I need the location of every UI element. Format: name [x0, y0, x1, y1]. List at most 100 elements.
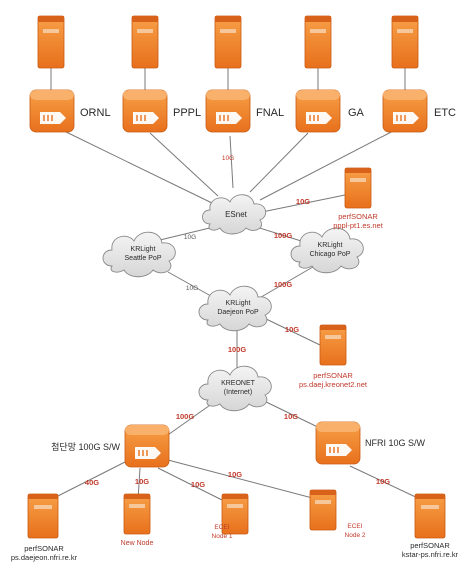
link-left-ecei1	[157, 467, 233, 506]
perfsonar-kstar-label: perfSONAR	[410, 541, 450, 550]
speed-left-newnode: 10G	[135, 477, 149, 486]
site-label-ornl: ORNL	[80, 107, 111, 119]
router-icon	[382, 89, 428, 133]
speed-kreonet-left: 100G	[176, 412, 195, 421]
cloud-esnet: ESnet	[202, 194, 267, 235]
switch-label-right: NFRI 10G S/W	[365, 438, 426, 448]
cloud-icon	[198, 285, 272, 332]
switch-icon	[124, 424, 170, 468]
cloud-label-kreonet-1: KREONET	[221, 380, 256, 387]
site-label-ga: GA	[348, 107, 365, 119]
server-icon	[344, 167, 372, 209]
speed-left-ecei2: 10G	[228, 470, 242, 479]
cloud-label-chicago-2: Chicago PoP	[310, 251, 351, 258]
link-ornl-esnet	[61, 129, 213, 204]
server-icon	[391, 15, 419, 69]
switch-icon	[315, 421, 361, 465]
link-pppl-esnet	[149, 132, 219, 197]
link-daejeon-ps	[261, 316, 321, 346]
perfsonar-pppl: perfSONAR pppl-pt1.es.net	[333, 167, 384, 230]
site-label-pppl: PPPL	[173, 107, 201, 119]
speed-left-ps: 40G	[85, 478, 99, 487]
server-icon	[214, 15, 242, 69]
router-fnal: FNAL	[205, 89, 284, 133]
server-fnal	[214, 15, 242, 69]
server-icon	[319, 324, 347, 366]
router-icon	[205, 89, 251, 133]
perfsonar-pppl-label: perfSONAR	[338, 212, 378, 221]
server-icon	[221, 493, 249, 535]
switch-right: NFRI 10G S/W	[315, 421, 426, 465]
link-left-ecei2	[167, 459, 321, 501]
server-etc	[391, 15, 419, 69]
cloud-krlight-seattle: KRLight Seattle PoP	[102, 231, 176, 278]
cloud-label-seattle-1: KRLight	[131, 246, 156, 253]
router-ornl: ORNL	[29, 89, 111, 133]
ecei-node-1-label-1: ECEI	[214, 524, 229, 531]
cloud-label-esnet: ESnet	[225, 210, 248, 219]
ecei-node-2: ECEI Node 2	[309, 489, 366, 539]
server-icon	[27, 493, 59, 539]
cloud-label-chicago-1: KRLight	[318, 242, 343, 249]
switch-label-left: 첨단망 100G S/W	[51, 442, 120, 452]
cloud-icon	[198, 365, 272, 412]
perfsonar-daejeon: perfSONAR ps.daejeon.nfri.re.kr	[11, 493, 78, 562]
server-icon	[131, 15, 159, 69]
server-ornl	[37, 15, 65, 69]
site-label-fnal: FNAL	[256, 107, 284, 119]
speed-left-ecei1: 10G	[191, 480, 205, 489]
ecei-node-2-label-1: ECEI	[347, 523, 362, 530]
speed-seattle-daejeon: 10G	[186, 285, 198, 292]
speed-daejeon-kreonet: 100G	[228, 345, 247, 354]
ecei-node-1-label-2: Node 1	[212, 533, 233, 540]
link-speed-labels: 10G 10G 10G 100G 10G 100G 10G 100G 100G …	[85, 155, 390, 489]
cloud-krlight-daejeon: KRLight Daejeon PoP	[198, 285, 272, 332]
link-left-ps	[49, 461, 126, 501]
link-etc-esnet	[259, 129, 396, 201]
router-icon	[29, 89, 75, 133]
new-node-label: New Node	[121, 540, 154, 547]
speed-fnal-esnet: 10G	[222, 155, 234, 162]
router-icon	[295, 89, 341, 133]
perfsonar-daejeon-host: ps.daejeon.nfri.re.kr	[11, 553, 78, 562]
speed-kreonet-right: 10G	[284, 412, 298, 421]
router-pppl: PPPL	[122, 89, 201, 133]
cloud-krlight-chicago: KRLight Chicago PoP	[290, 227, 364, 274]
perfsonar-daej: perfSONAR ps.daej.kreonet2.net	[299, 324, 368, 389]
ecei-node-2-label-2: Node 2	[345, 532, 366, 539]
cloud-icon	[290, 227, 364, 274]
perfsonar-daej-host: ps.daej.kreonet2.net	[299, 380, 368, 389]
perfsonar-kstar: perfSONAR kstar-ps.nfri.re.kr	[402, 493, 459, 559]
router-ga: GA	[295, 89, 365, 133]
cloud-label-daejeon-2: Daejeon PoP	[217, 309, 259, 316]
cloud-kreonet: KREONET (Internet)	[198, 365, 272, 412]
speed-pppl-ps-esnet: 10G	[296, 197, 310, 206]
ecei-node-1: ECEI Node 1	[212, 493, 249, 540]
speed-daejeon-ps: 10G	[285, 325, 299, 334]
cloud-label-seattle-2: Seattle PoP	[125, 255, 162, 262]
link-ga-esnet	[249, 132, 309, 193]
server-icon	[123, 493, 151, 535]
server-icon	[309, 489, 337, 531]
cloud-icon	[102, 231, 176, 278]
cloud-label-kreonet-2: (Internet)	[224, 389, 252, 396]
switch-left: 첨단망 100G S/W	[51, 424, 170, 468]
server-icon	[37, 15, 65, 69]
perfsonar-kstar-host: kstar-ps.nfri.re.kr	[402, 550, 459, 559]
link-esnet-pppl-ps	[261, 194, 346, 213]
perfsonar-daej-label: perfSONAR	[313, 371, 353, 380]
site-label-etc: ETC	[434, 107, 456, 119]
cloud-label-daejeon-1: KRLight	[226, 300, 251, 307]
speed-esnet-chicago: 100G	[274, 231, 293, 240]
perfsonar-daejeon-label: perfSONAR	[24, 544, 64, 553]
server-icon	[414, 493, 446, 539]
server-pppl	[131, 15, 159, 69]
server-ga	[304, 15, 332, 69]
cloud-icon	[202, 194, 267, 235]
speed-esnet-seattle: 10G	[184, 234, 196, 241]
link-right-kstar	[349, 465, 423, 501]
perfsonar-pppl-host: pppl-pt1.es.net	[333, 221, 384, 230]
router-icon	[122, 89, 168, 133]
speed-right-kstar: 10G	[376, 477, 390, 486]
